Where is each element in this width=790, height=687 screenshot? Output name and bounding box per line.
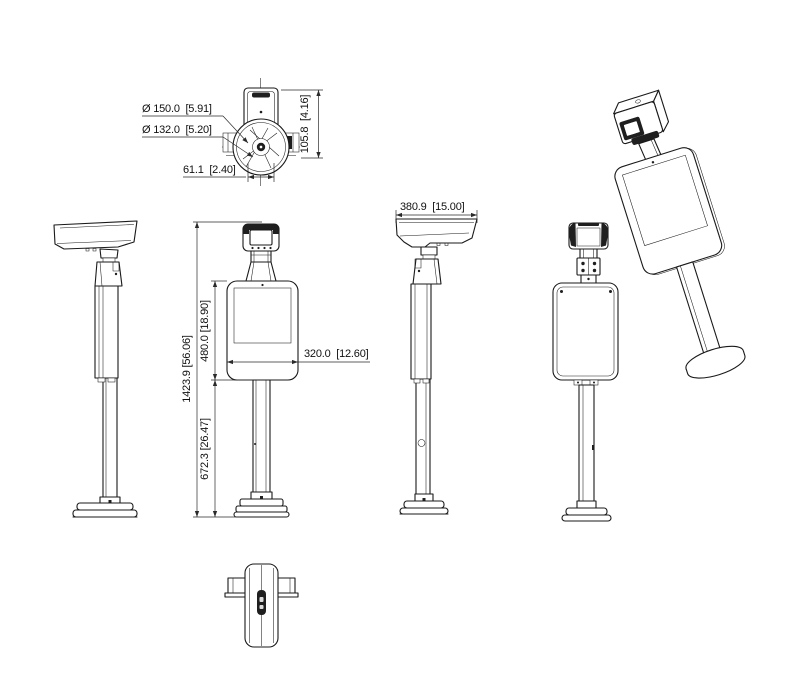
pole-front [252, 379, 271, 493]
iso-base [685, 345, 746, 379]
circular-mount [232, 118, 290, 176]
panel-clips-rear [573, 379, 599, 386]
hood-bracket-left [568, 223, 576, 247]
sun-hood [53, 220, 138, 252]
hood-bracket-right [601, 223, 609, 247]
dim-head-height: 105.8 [4.16] [299, 95, 311, 154]
display-panel-rear [552, 282, 619, 381]
display-panel-edge [410, 283, 432, 384]
iso-pole [675, 261, 722, 358]
bottom-view [224, 563, 299, 648]
connector-slot-1 [259, 597, 264, 602]
dim-body-width: 320.0 [12.60] [304, 348, 369, 360]
screen-front [233, 287, 292, 344]
display-panel-edge [94, 285, 119, 383]
camera-head-rear [568, 222, 609, 250]
dim-outer-diameter: Ø 150.0 [5.91] [142, 103, 212, 115]
bottom-tab-left [224, 577, 247, 598]
pole-base [72, 496, 138, 518]
side-view-right: 380.9 [15.00] [395, 201, 478, 515]
iso-head-joint [631, 130, 660, 145]
pole-notch [592, 445, 594, 450]
panel-screw-right [609, 290, 612, 293]
hood-joint [99, 248, 119, 263]
sun-hood [395, 218, 478, 248]
hood-joint [420, 246, 438, 260]
pole-base [399, 493, 449, 515]
iso-lens-window [623, 120, 641, 137]
dim-mount-width: 61.1 [2.40] [183, 164, 236, 176]
dim-pole-height: 672.3 [26.47] [199, 418, 211, 480]
iso-display-panel [614, 147, 725, 276]
mount-bracket-rear [576, 257, 601, 284]
camera-joint-front [250, 250, 272, 263]
connector-slot-2 [259, 605, 264, 609]
dim-hood-width: 380.9 [15.00] [400, 201, 465, 213]
dim-display-height: 480.0 [18.90] [199, 300, 211, 362]
front-view: 1423.9 [56.06] 480.0 [18.90] 672.3 [26.4… [181, 221, 370, 518]
camera-neck [94, 261, 123, 287]
pole-hole [417, 439, 426, 447]
camera-lens-window [249, 229, 273, 246]
base-front [233, 491, 290, 518]
camera-head-front [242, 223, 280, 252]
bottom-tab-right [276, 577, 299, 598]
top-view: Ø 150.0 [5.91] Ø 132.0 [5.20] 61.1 [2.40… [142, 78, 323, 186]
iso-screen [622, 154, 708, 246]
rear-view [552, 222, 619, 522]
isometric-view [613, 89, 746, 379]
iso-camera-head [613, 89, 670, 145]
side-view-left [53, 220, 138, 518]
pole-rear [578, 384, 595, 508]
panel-screw-left [560, 290, 563, 293]
camera-top-slot [252, 92, 270, 98]
display-body-front [226, 280, 299, 381]
dim-inner-diameter: Ø 132.0 [5.20] [142, 124, 212, 136]
neck-front [245, 261, 277, 282]
camera-head-frame [243, 224, 279, 234]
bottom-connector [257, 590, 266, 615]
dim-overall-height: 1423.9 [56.06] [181, 335, 193, 403]
base-rear [561, 500, 612, 522]
joint-rear [579, 248, 598, 259]
camera-neck [412, 258, 442, 285]
